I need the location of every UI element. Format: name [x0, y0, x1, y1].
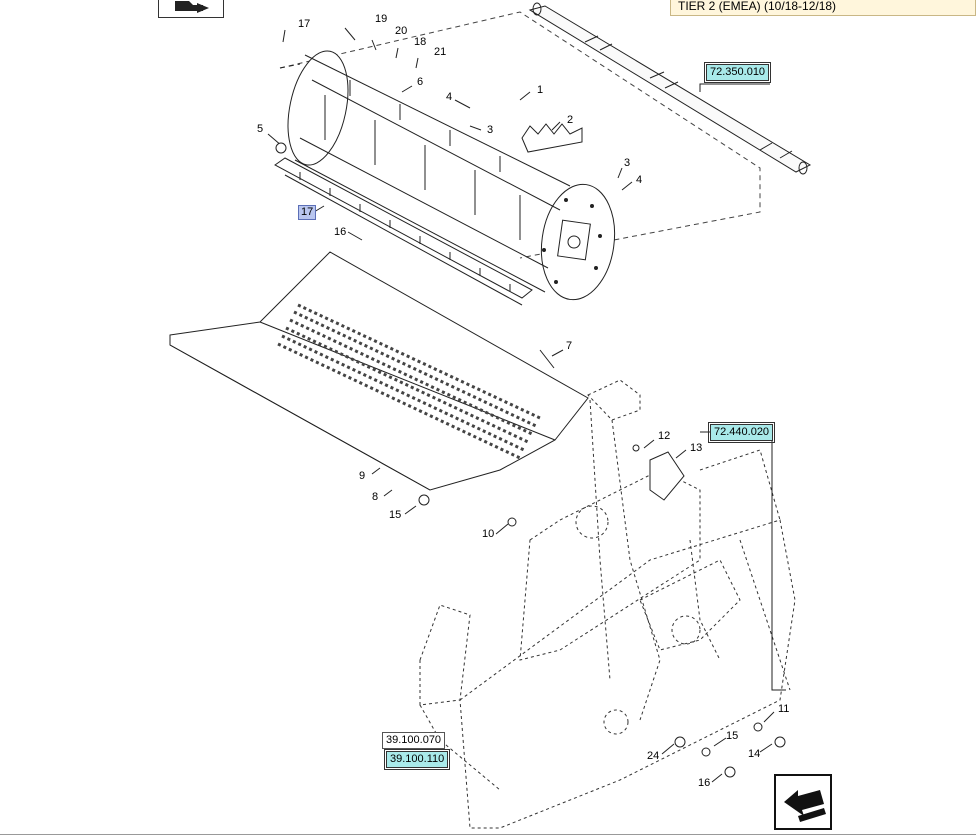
callout-20: 17	[298, 18, 311, 30]
callout-22: 19	[375, 13, 388, 25]
callout-15b: 15	[726, 730, 739, 742]
callout-11: 12	[658, 430, 671, 442]
callout-18: 16	[334, 226, 347, 238]
part-view-icon	[175, 1, 209, 13]
navigate-back-button[interactable]	[774, 774, 832, 830]
bracket-12	[649, 451, 685, 501]
callout-1: 1	[537, 84, 544, 96]
callout-14: 14	[748, 748, 761, 760]
callout-8: 8	[372, 491, 379, 503]
callout-16: 16	[698, 777, 711, 789]
floor-grate	[169, 251, 589, 491]
callout-12: 13	[690, 442, 703, 454]
callout-4b: 4	[636, 174, 643, 186]
ref-link-arm[interactable]: 72.440.020	[707, 422, 776, 443]
drive-shaft	[528, 2, 812, 175]
bottom-divider	[0, 834, 976, 835]
leader-lines	[267, 27, 775, 783]
pin-7	[539, 349, 555, 369]
callout-17[interactable]: 17	[298, 205, 317, 220]
callout-21: 18	[414, 36, 427, 48]
ref-link-shaft[interactable]: 72.350.010	[703, 62, 772, 83]
callout-13: 11	[778, 703, 790, 715]
callout-24: 21	[434, 46, 447, 58]
callout-5: 6	[417, 76, 424, 88]
support-frame	[419, 379, 796, 829]
callout-2: 2	[567, 114, 574, 126]
callout-3b: 3	[624, 157, 631, 169]
callout-6: 5	[257, 123, 264, 135]
callout-7: 7	[566, 340, 573, 352]
view-tab[interactable]	[158, 0, 224, 18]
callout-19: 24	[647, 750, 660, 762]
header-title: TIER 2 (EMEA) (10/18-12/18)	[670, 0, 976, 16]
knife-set	[521, 123, 583, 153]
ref-frame-a[interactable]: 39.100.070	[382, 732, 446, 749]
ref-link-frame-b[interactable]: 39.100.110	[383, 749, 451, 770]
callout-10: 10	[482, 528, 495, 540]
callout-3: 3	[487, 124, 494, 136]
callout-4: 4	[446, 91, 453, 103]
rotor-drum	[287, 50, 616, 301]
fasteners	[275, 142, 786, 778]
callout-9: 9	[359, 470, 366, 482]
callout-15: 15	[389, 509, 402, 521]
knife-bar	[274, 157, 533, 306]
return-arrow-icon	[784, 790, 826, 822]
callout-23: 20	[395, 25, 408, 37]
